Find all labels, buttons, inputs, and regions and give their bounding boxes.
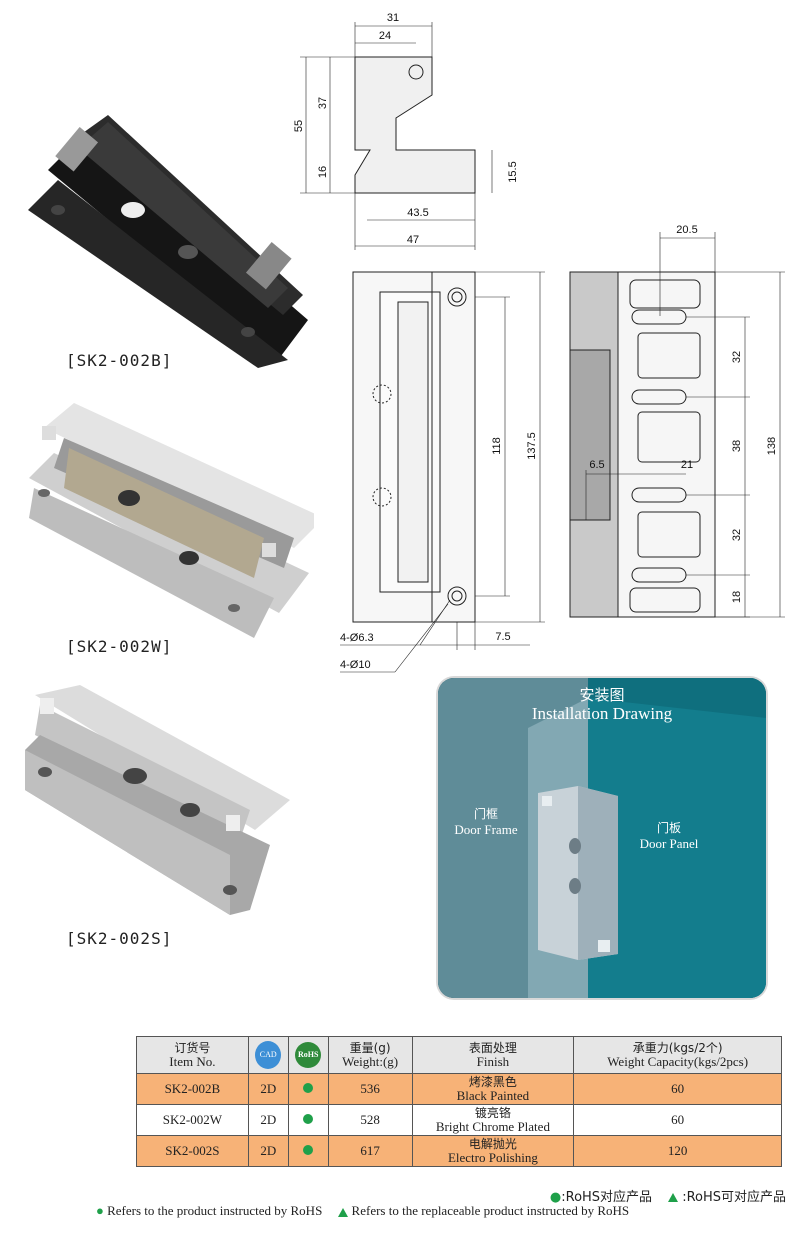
installation-title-en: Installation Drawing [531,704,673,723]
door-frame-label-cn: 门框 [473,807,498,821]
table-row: SK2-002B 2D 536 烤漆黑色 Black Painted 60 [136,1073,782,1105]
legend-cn: ●:RoHS对应产品 :RoHS可对应产品 [550,1186,786,1205]
spec-table: 订货号 Item No. CAD RoHS 重量(g) Weight:(g) 表… [136,1036,782,1167]
header-rohs: RoHS [287,1036,329,1074]
legend-cn-tri: :RoHS可对应产品 [682,1190,786,1205]
door-frame-label-en: Door Frame [454,822,518,837]
rohs-dot-icon: ● [96,1203,104,1218]
cell-item: SK2-002W [136,1104,249,1136]
dim-15-5: 15.5 [507,161,519,182]
dim-hole-small: 4-Ø6.3 [340,632,374,644]
dim-47: 47 [407,234,419,246]
header-weight-cn: 重量(g) [349,1041,391,1055]
dim-38: 38 [731,440,743,452]
table-row: SK2-002W 2D 528 镀亮铬 Bright Chrome Plated… [136,1104,782,1136]
dim-18: 18 [731,591,743,603]
installation-drawing: 安装图 Installation Drawing 门框 Door Frame 门… [438,678,766,998]
cell-cad: 2D [247,1104,289,1136]
table-header-row: 订货号 Item No. CAD RoHS 重量(g) Weight:(g) 表… [136,1036,782,1074]
door-frame-label: 门框 Door Frame [444,806,528,838]
cell-capacity: 120 [573,1135,782,1167]
rohs-dot-icon [303,1083,314,1093]
cell-cad: 2D [247,1135,289,1167]
dim-32-a: 32 [731,351,743,363]
product-photo-satin [25,685,290,915]
cell-weight: 617 [327,1135,413,1167]
door-panel-label-en: Door Panel [639,836,699,851]
legend-cn-dot: :RoHS对应产品 [561,1190,653,1205]
dim-24: 24 [379,30,391,42]
header-weight: 重量(g) Weight:(g) [327,1036,413,1074]
dim-21: 21 [681,459,693,471]
dim-32-b: 32 [731,529,743,541]
technical-drawing: 31 24 55 37 16 15.5 43.5 47 118 137.5 4-… [293,12,785,673]
cell-capacity: 60 [573,1104,782,1136]
header-capacity-cn: 承重力(kgs/2个) [632,1041,723,1055]
dim-37: 37 [317,97,329,109]
product-caption-black: [SK2-002B] [66,351,173,370]
cell-weight: 536 [327,1073,413,1105]
header-capacity: 承重力(kgs/2个) Weight Capacity(kgs/2pcs) [573,1036,782,1074]
rohs-icon: RoHS [295,1042,322,1068]
header-item-no: 订货号 Item No. [136,1036,249,1074]
cell-finish-en: Bright Chrome Plated [435,1119,550,1134]
cell-item: SK2-002S [136,1135,249,1167]
dim-6-5: 6.5 [589,459,604,471]
legend-en-dot: Refers to the product instructed by RoHS [107,1203,323,1218]
rohs-dot-icon [303,1114,314,1124]
cell-finish-en: Black Painted [456,1088,530,1103]
rohs-triangle-icon [337,1207,348,1217]
table-row: SK2-002S 2D 617 电解抛光 Electro Polishing 1… [136,1135,782,1167]
header-capacity-en: Weight Capacity(kgs/2pcs) [607,1054,749,1069]
cell-finish-cn: 电解抛光 [468,1137,517,1151]
header-cad: CAD [247,1036,289,1074]
cell-finish: 烤漆黑色 Black Painted [411,1073,575,1105]
legend-en-tri: Refers to the replaceable product instru… [351,1203,630,1218]
dim-hole-big: 4-Ø10 [340,659,371,671]
cell-finish-cn: 镀亮铬 [474,1106,511,1120]
product-caption-satin: [SK2-002S] [66,929,173,948]
product-caption-chrome: [SK2-002W] [66,637,173,656]
door-panel-label: 门板 Door Panel [624,820,714,852]
rohs-dot-icon: ● [549,1190,562,1205]
dim-43-5: 43.5 [407,207,428,219]
dim-118: 118 [491,437,503,455]
cell-finish: 镀亮铬 Bright Chrome Plated [411,1104,575,1136]
rohs-dot-icon [303,1145,314,1155]
cell-weight: 528 [327,1104,413,1136]
rohs-triangle-icon [668,1193,679,1202]
header-finish-cn: 表面处理 [468,1041,517,1055]
cell-finish: 电解抛光 Electro Polishing [411,1135,575,1167]
header-item-cn: 订货号 [174,1041,211,1055]
cell-finish-cn: 烤漆黑色 [468,1075,517,1089]
dim-31: 31 [387,12,399,24]
cell-finish-en: Electro Polishing [447,1150,538,1165]
legend-en: ● Refers to the product instructed by Ro… [96,1203,796,1219]
cell-item: SK2-002B [136,1073,249,1105]
header-item-en: Item No. [169,1054,216,1069]
product-photo-black [28,115,308,368]
dim-16: 16 [317,166,329,178]
cell-rohs [287,1135,329,1167]
product-photo-chrome [29,403,314,638]
installation-title-cn: 安装图 [579,686,625,704]
header-finish-en: Finish [476,1054,510,1069]
cad-icon: CAD [255,1041,282,1069]
cell-cad: 2D [247,1073,289,1105]
dim-137-5: 137.5 [526,432,538,460]
dim-138: 138 [766,437,778,455]
installation-illustration [438,678,766,998]
header-weight-en: Weight:(g) [342,1054,399,1069]
dim-7-5: 7.5 [495,631,510,643]
cell-rohs [287,1104,329,1136]
header-finish: 表面处理 Finish [411,1036,575,1074]
dim-20-5: 20.5 [676,224,697,236]
door-panel-label-cn: 门板 [656,821,681,835]
dim-55: 55 [293,120,305,132]
cell-rohs [287,1073,329,1105]
cell-capacity: 60 [573,1073,782,1105]
